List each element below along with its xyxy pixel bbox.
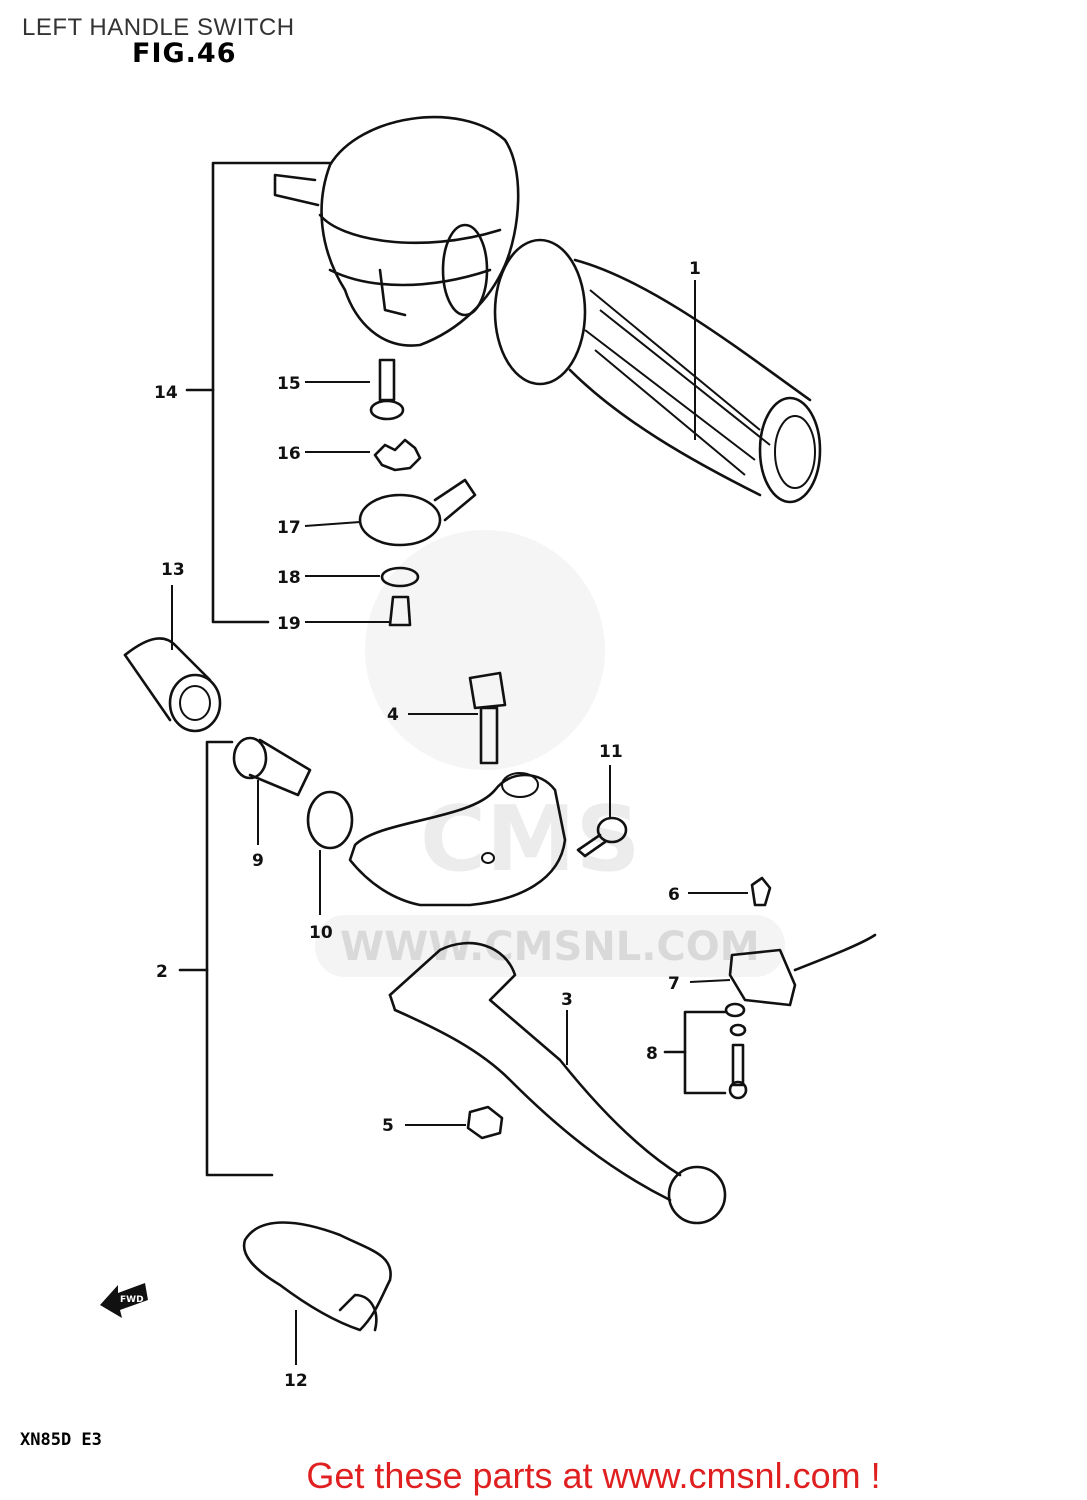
footer-link-text[interactable]: Get these parts at www.cmsnl.com ! — [306, 1455, 881, 1496]
label-part-1: 1 — [689, 259, 701, 279]
label-part-17: 17 — [277, 518, 301, 538]
part-1-grip — [493, 238, 822, 504]
footer-link[interactable]: Get these parts at www.cmsnl.com ! — [0, 1455, 1087, 1497]
part-13-boot — [123, 637, 222, 733]
label-part-12: 12 — [284, 1371, 308, 1391]
bracket-2 — [205, 740, 274, 1177]
label-part-4: 4 — [387, 705, 399, 725]
part-16-star-washer — [373, 438, 422, 472]
watermark-logo: CMS — [420, 787, 640, 892]
label-part-5: 5 — [382, 1116, 394, 1136]
lever-bracket — [348, 772, 567, 907]
label-part-3: 3 — [561, 990, 573, 1010]
part-15-screw — [369, 358, 405, 421]
part-19-pin — [388, 595, 412, 627]
label-part-2: 2 — [156, 962, 168, 982]
part-5-nut — [466, 1105, 504, 1140]
bracket-8 — [683, 1010, 727, 1095]
fwd-arrow-icon: FWD — [100, 1283, 148, 1318]
part-12-cover — [242, 1221, 392, 1332]
watermark: CMS WWW.CMSNL.COM — [315, 530, 785, 977]
part-18-washer — [380, 566, 420, 588]
part-7-switch — [728, 933, 877, 1007]
part-10-nut — [306, 790, 354, 850]
label-part-6: 6 — [668, 885, 680, 905]
watermark-text: WWW.CMSNL.COM — [340, 924, 760, 970]
part-9-adjuster — [232, 736, 312, 797]
part-14-switch-housing — [273, 115, 520, 347]
part-6-nut — [750, 876, 772, 907]
leader-lines — [171, 280, 748, 1365]
label-part-14: 14 — [154, 383, 178, 403]
label-part-19: 19 — [277, 614, 301, 634]
fwd-text: FWD — [120, 1295, 144, 1305]
bracket-14 — [211, 161, 332, 624]
model-code: XN85D E3 — [20, 1430, 102, 1450]
label-part-7: 7 — [668, 974, 680, 994]
label-part-18: 18 — [277, 568, 301, 588]
part-17-knob — [358, 478, 477, 547]
label-part-15: 15 — [277, 374, 301, 394]
label-part-13: 13 — [161, 560, 185, 580]
part-4-bolt — [468, 671, 507, 765]
page-title: LEFT HANDLE SWITCH — [22, 14, 295, 41]
part-8-screw-set — [724, 1002, 748, 1100]
label-part-16: 16 — [277, 444, 301, 464]
label-part-9: 9 — [252, 851, 264, 871]
label-part-11: 11 — [599, 742, 623, 762]
part-labels: 1 2 3 4 5 6 7 8 9 10 11 12 13 14 15 16 1… — [154, 259, 701, 1391]
label-part-10: 10 — [309, 923, 333, 943]
part-3-lever — [388, 941, 727, 1225]
label-part-8: 8 — [646, 1044, 658, 1064]
figure-label: FIG.46 — [132, 38, 237, 69]
part-11-screw — [576, 816, 628, 858]
